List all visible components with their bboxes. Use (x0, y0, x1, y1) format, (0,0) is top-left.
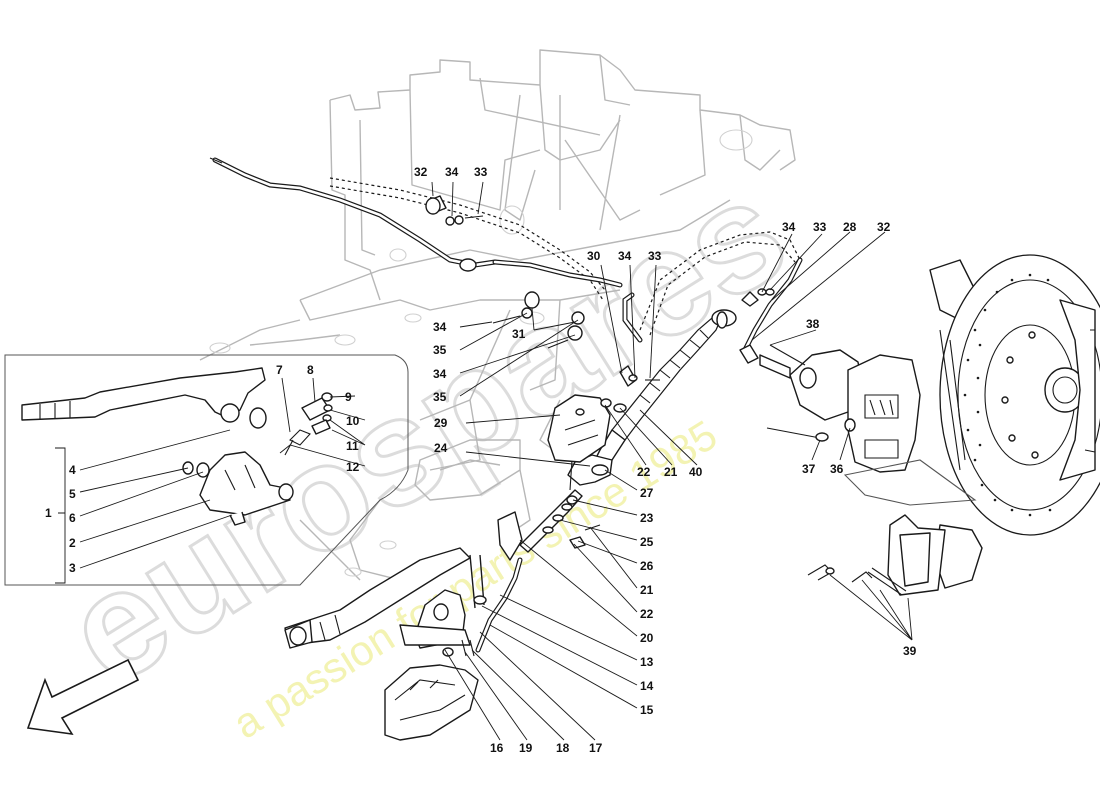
callout-32-right: 32 (877, 220, 891, 234)
callout-4: 4 (69, 463, 76, 477)
callout-35-lower: 35 (433, 390, 447, 404)
brake-pad-detail (807, 459, 983, 596)
callout-27: 27 (640, 486, 654, 500)
callout-8: 8 (307, 363, 314, 377)
callout-7: 7 (276, 363, 283, 377)
callout-34-upper: 34 (445, 165, 459, 179)
forward-direction-arrow (26, 658, 140, 736)
callout-14: 14 (640, 679, 654, 693)
callout-36: 36 (830, 462, 844, 476)
lower-handbrake-lever (284, 511, 523, 741)
callout-30: 30 (587, 249, 601, 263)
callout-32-left: 32 (414, 165, 428, 179)
callout-35-upper: 35 (433, 343, 447, 357)
leader-lines (55, 181, 913, 741)
callout-11: 11 (346, 439, 359, 453)
disc-cross-drilling (963, 273, 1052, 517)
callout-24: 24 (434, 441, 448, 455)
callout-9: 9 (345, 390, 352, 404)
callout-20: 20 (640, 631, 654, 645)
cable-bracket (547, 394, 611, 463)
callout-21-upper: 21 (664, 465, 678, 479)
callout-19: 19 (519, 741, 533, 755)
callout-37: 37 (802, 462, 816, 476)
callout-25: 25 (640, 535, 654, 549)
callout-21-lower: 21 (640, 583, 654, 597)
brake-disc-assembly (929, 254, 1100, 536)
callout-26: 26 (640, 559, 654, 573)
callout-33-left: 33 (474, 165, 488, 179)
callout-12: 12 (346, 460, 360, 474)
cable-adjuster-group (519, 454, 613, 553)
callout-40: 40 (689, 465, 703, 479)
callout-16: 16 (490, 741, 504, 755)
callout-31: 31 (512, 327, 526, 341)
brake-caliper-assembly (739, 344, 921, 473)
callout-28: 28 (843, 220, 857, 234)
callout-38: 38 (806, 317, 820, 331)
watermark: eurospares a passion for parts since 198… (36, 145, 814, 748)
brake-cables (209, 157, 803, 353)
callout-22-lower: 22 (640, 607, 654, 621)
callout-2: 2 (69, 536, 76, 550)
callout-23: 23 (640, 511, 654, 525)
callout-10: 10 (346, 414, 360, 428)
lever-bracket (199, 451, 291, 516)
callout-33-right: 33 (813, 220, 827, 234)
callout-29: 29 (434, 416, 448, 430)
callout-labels: 1 4 5 6 2 3 7 8 9 10 11 12 32 34 33 34 3… (45, 165, 917, 755)
callout-6: 6 (69, 511, 76, 525)
callout-5: 5 (69, 487, 76, 501)
handbrake-grip (21, 367, 266, 421)
callout-15: 15 (640, 703, 654, 717)
callout-34-mid2: 34 (433, 367, 447, 381)
callout-3: 3 (69, 561, 76, 575)
callout-34-mid1: 34 (433, 320, 447, 334)
callout-1: 1 (45, 506, 52, 520)
hub-stud-holes (1001, 331, 1039, 459)
callout-33-center: 33 (648, 249, 662, 263)
lever-detail-inset (4, 354, 409, 586)
callout-18: 18 (556, 741, 570, 755)
callout-17: 17 (589, 741, 603, 755)
callout-34-center: 34 (618, 249, 632, 263)
callout-34-right: 34 (782, 220, 796, 234)
callout-13: 13 (640, 655, 654, 669)
callout-39: 39 (903, 644, 917, 658)
callout-22-upper: 22 (637, 465, 651, 479)
